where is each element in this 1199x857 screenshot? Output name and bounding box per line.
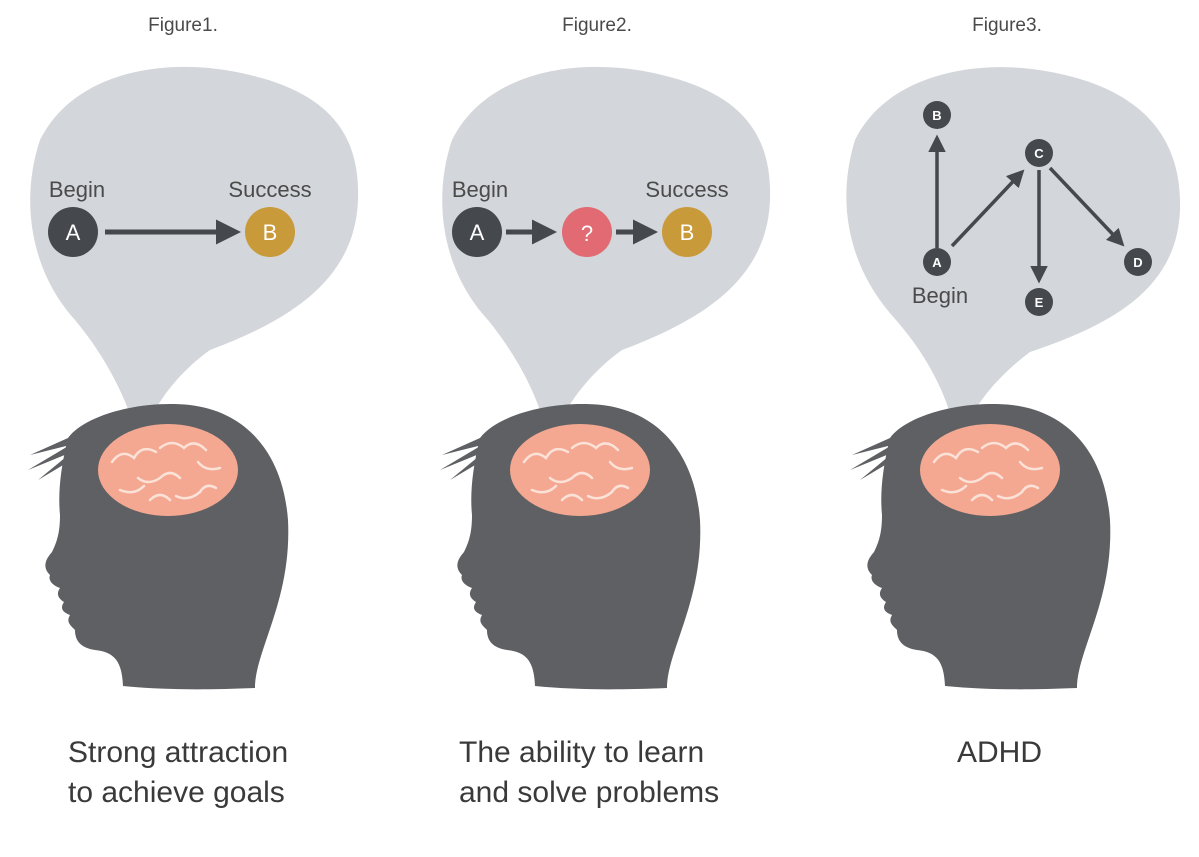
figure-1-caption-line-1: Strong attraction	[68, 736, 288, 769]
begin-label: Begin	[452, 177, 508, 202]
brain	[98, 424, 238, 516]
success-label: Success	[228, 177, 311, 202]
figure-1-title: Figure1.	[148, 15, 218, 36]
node-e-label: E	[1035, 295, 1044, 310]
node-a	[452, 207, 502, 257]
node-c	[1025, 139, 1053, 167]
figure-2-head	[440, 404, 701, 690]
success-label: Success	[645, 177, 728, 202]
figure-1-head	[28, 404, 289, 690]
node-a	[48, 207, 98, 257]
brain	[510, 424, 650, 516]
figure-3-thought-bubble	[846, 67, 1181, 446]
node-b	[662, 207, 712, 257]
figure-3-caption-line-1: ADHD	[957, 736, 1042, 769]
node-d-label: D	[1133, 255, 1142, 270]
node-d	[1124, 248, 1152, 276]
figure-2-caption-line-2: and solve problems	[459, 776, 719, 809]
node-question	[562, 207, 612, 257]
node-b	[923, 101, 951, 129]
node-c-label: C	[1034, 146, 1044, 161]
brain-folds	[110, 441, 222, 502]
figure-1-thought-bubble	[30, 66, 359, 446]
hair-tuft	[440, 438, 492, 480]
hair-tuft	[28, 438, 80, 480]
node-question-label: ?	[581, 221, 593, 246]
begin-label: Begin	[49, 177, 105, 202]
arrow-a-to-c	[950, 169, 1025, 248]
figure-1: Figure1. Begin Success A B Strong attrac…	[28, 15, 359, 809]
figure-1-caption-line-2: to achieve goals	[68, 776, 285, 809]
figure-3-head	[850, 404, 1111, 690]
node-b-label: B	[680, 220, 695, 245]
node-a-label: A	[470, 220, 485, 245]
hair-tuft	[850, 438, 902, 480]
node-e	[1025, 288, 1053, 316]
arrow-c-to-d	[1048, 166, 1125, 247]
figure-2-thought-bubble	[442, 66, 771, 446]
figure-2: Figure2. Begin Success A ? B The ability…	[440, 15, 771, 809]
brain-folds	[522, 441, 634, 502]
node-a-label: A	[66, 220, 81, 245]
node-b-label: B	[932, 108, 941, 123]
brain-folds	[932, 441, 1044, 502]
brain	[920, 424, 1060, 516]
figure-3-title: Figure3.	[972, 15, 1042, 36]
node-b	[245, 207, 295, 257]
figure-3: Figure3. B C A D E Begin ADHD	[846, 15, 1181, 769]
figure-2-caption-line-1: The ability to learn	[459, 736, 704, 769]
node-b-label: B	[263, 220, 278, 245]
node-a-label: A	[932, 255, 942, 270]
node-a	[923, 248, 951, 276]
figure-2-title: Figure2.	[562, 15, 632, 36]
begin-label: Begin	[912, 283, 968, 308]
